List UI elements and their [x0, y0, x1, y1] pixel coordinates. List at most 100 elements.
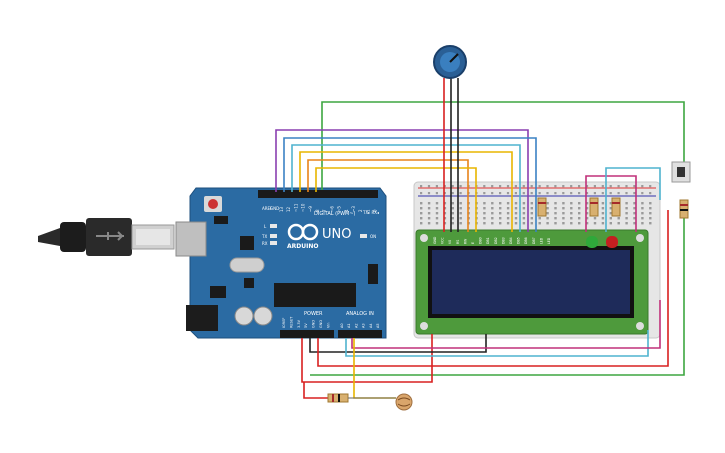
breadboard-hole	[514, 222, 518, 225]
resistor-icon	[589, 197, 599, 217]
breadboard-hole	[420, 202, 423, 205]
lcd-pin-label: DB1	[486, 237, 490, 244]
microcontroller-chip	[274, 283, 356, 307]
breadboard-hole	[633, 217, 636, 220]
digital-pin-label: ~6	[329, 206, 334, 212]
breadboard-hole	[538, 222, 541, 225]
breadboard-rail-hole	[427, 185, 431, 188]
breadboard-hole	[609, 207, 612, 210]
breadboard-hole	[522, 222, 526, 225]
aref-label: AREF	[262, 206, 273, 211]
power-pin-label: 3.3V	[297, 319, 301, 328]
breadboard-hole	[443, 207, 447, 210]
lcd-pin-label: DB2	[494, 237, 498, 244]
potentiometer-icon[interactable]	[433, 45, 467, 79]
breadboard-hole	[427, 202, 431, 205]
brand-text: ARDUINO	[287, 243, 318, 250]
pushbutton-icon[interactable]	[671, 161, 691, 183]
wire-orange	[307, 159, 469, 232]
resistor-icon	[537, 197, 547, 217]
breadboard-hole	[617, 217, 620, 220]
breadboard-rail-hole	[641, 192, 644, 195]
breadboard-hole	[522, 202, 526, 205]
led-icon	[606, 236, 618, 248]
breadboard-hole	[443, 222, 447, 225]
breadboard-hole	[451, 212, 454, 215]
breadboard-hole	[435, 202, 439, 205]
breadboard-hole	[633, 222, 636, 225]
breadboard-hole	[617, 222, 620, 225]
breadboard-hole	[499, 202, 502, 205]
breadboard-rail-hole	[506, 192, 510, 195]
breadboard-hole	[522, 217, 526, 220]
lcd-pin-label: DB0	[479, 237, 483, 244]
wire-yellow-2	[315, 167, 477, 232]
photoresistor-icon	[348, 393, 413, 411]
breadboard-rail-hole	[427, 192, 431, 195]
digital-pin-label: 2	[358, 209, 363, 212]
breadboard-rail-hole	[633, 185, 636, 188]
breadboard-hole	[491, 202, 494, 205]
rx-label: RX	[262, 241, 268, 246]
breadboard-hole	[451, 207, 454, 210]
breadboard-rail-hole	[546, 185, 549, 188]
power-pin-label: IOREF	[282, 318, 286, 328]
digital-pin-label: 13	[279, 206, 284, 212]
breadboard-hole	[427, 217, 431, 220]
breadboard-hole	[609, 202, 612, 205]
digital-pin-label: ~9	[308, 206, 313, 212]
breadboard-hole	[585, 207, 589, 210]
wire-cyan-led	[605, 167, 661, 232]
breadboard-hole	[499, 207, 502, 210]
tx-label: TX	[261, 234, 267, 239]
breadboard-hole	[514, 207, 518, 210]
power-pin-label: 5V	[304, 323, 308, 328]
breadboard-hole	[570, 217, 573, 220]
breadboard-rail-hole	[483, 185, 486, 188]
arduino-uno-board: UNO ARDUINO DIGITAL (PWM~) AREF GND L TX…	[175, 187, 387, 339]
breadboard-hole	[506, 212, 510, 215]
breadboard-rail-hole	[420, 192, 423, 195]
breadboard-rail-hole	[451, 192, 454, 195]
power-pin-label: GND	[319, 320, 323, 328]
analog-pin-label: A5	[376, 323, 380, 328]
breadboard-rail-hole	[562, 185, 565, 188]
breadboard-hole	[522, 207, 526, 210]
usb-cable-icon	[38, 218, 175, 256]
breadboard-rail-hole	[617, 192, 620, 195]
breadboard-rail-hole	[443, 192, 446, 195]
breadboard-hole	[530, 202, 533, 205]
led-icon	[586, 236, 598, 248]
breadboard-rail-hole	[530, 192, 533, 195]
wire-red-bottom	[301, 334, 433, 383]
breadboard-hole	[609, 212, 612, 215]
breadboard-hole	[491, 222, 494, 225]
analog-pin-label: A2	[354, 323, 358, 328]
breadboard-hole	[491, 217, 494, 220]
wire-purple	[275, 129, 529, 232]
breadboard-hole	[491, 212, 494, 215]
breadboard-hole	[633, 207, 636, 210]
lcd-screen	[432, 250, 630, 314]
breadboard-hole	[546, 207, 549, 210]
breadboard-rail-hole	[601, 192, 604, 195]
breadboard-hole	[530, 217, 533, 220]
breadboard-hole	[538, 217, 541, 220]
power-pin-label: GND	[312, 320, 316, 328]
digital-pin-label: 8	[315, 209, 320, 212]
lcd-pin-label: LED	[539, 237, 543, 244]
digital-pin-label: ~11	[293, 203, 298, 212]
arduino-logo-icon	[287, 223, 319, 241]
breadboard-rail-hole	[514, 185, 517, 188]
breadboard-hole	[506, 202, 510, 205]
power-pin-label: Vin	[326, 322, 330, 328]
breadboard-hole	[641, 202, 644, 205]
breadboard-hole	[506, 222, 510, 225]
reset-button[interactable]	[208, 199, 218, 209]
breadboard-rail-hole	[562, 192, 565, 195]
breadboard-hole	[633, 202, 636, 205]
breadboard-rail-hole	[625, 192, 628, 195]
breadboard-hole	[625, 207, 628, 210]
breadboard-hole	[451, 202, 454, 205]
breadboard-hole	[435, 217, 439, 220]
